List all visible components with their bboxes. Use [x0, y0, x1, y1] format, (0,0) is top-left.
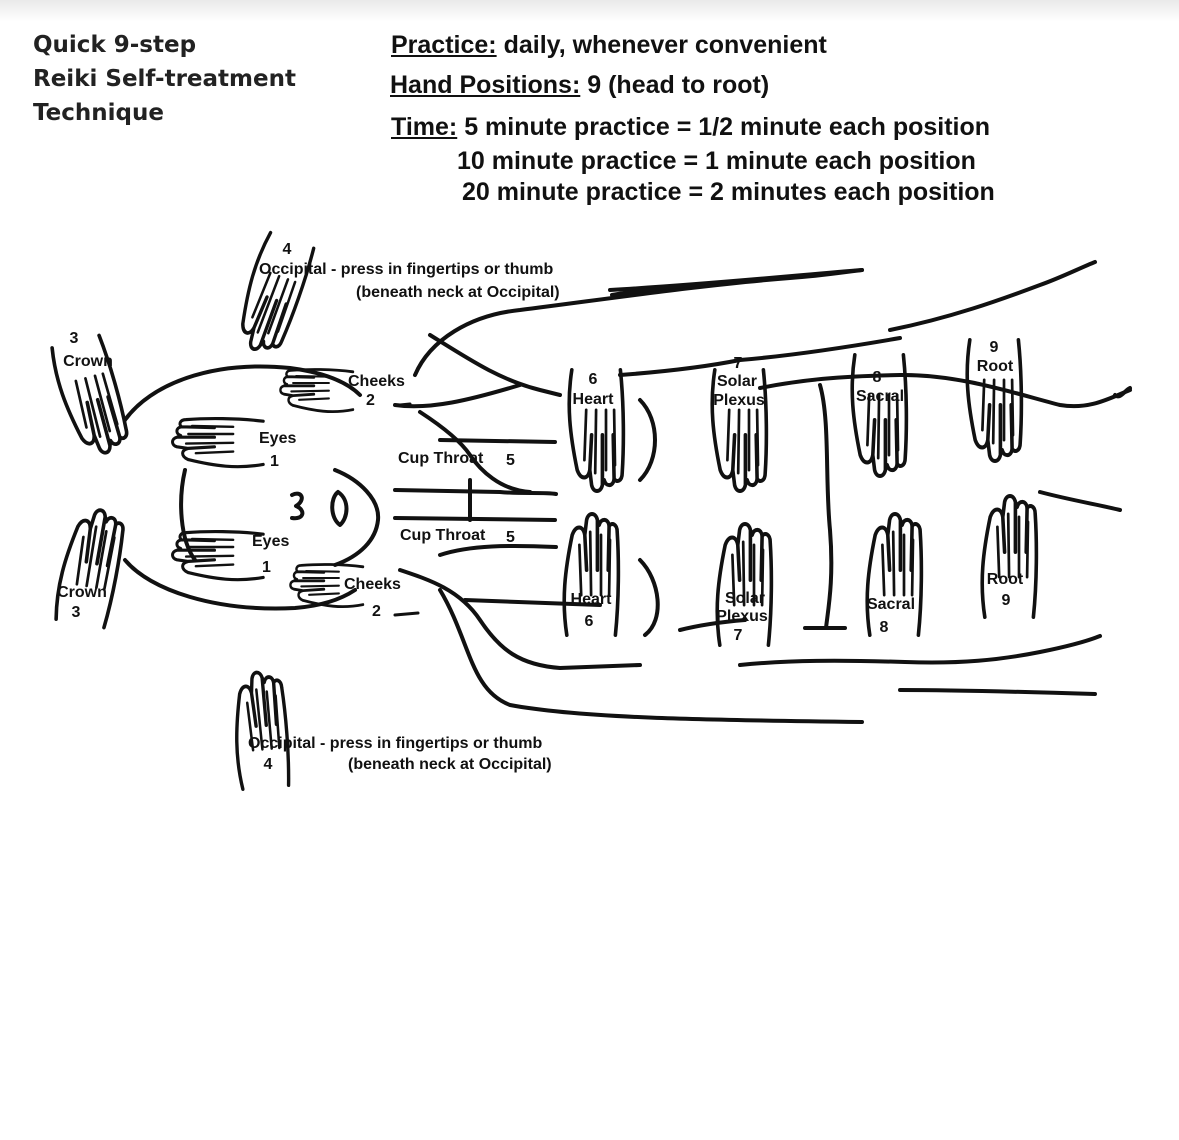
occipital-leader-line [610, 282, 702, 297]
crown-bottom-num: 3 [72, 604, 81, 621]
solar-bottom-line1: Solar [725, 590, 765, 607]
time-line-1: Time: 5 minute practice = 1/2 minute eac… [391, 113, 990, 142]
root-top-label: Root [977, 358, 1014, 375]
cheeks-leader-line-top [398, 402, 412, 407]
throat-top-label: Cup Throat [398, 450, 484, 467]
hand-sacral-bottom [865, 512, 924, 637]
hand-occipital-top [229, 232, 316, 358]
cheeks-bottom-label: Cheeks [344, 576, 401, 593]
hand-cheeks-top [280, 369, 353, 411]
sacral-top-num: 8 [873, 369, 882, 386]
eyes-top-num: 1 [270, 453, 279, 470]
crown-top-label: Crown [63, 353, 113, 370]
solar-top-line1: Solar [717, 373, 757, 390]
root-bottom-label: Root [987, 571, 1024, 588]
practice-value: daily, whenever convenient [503, 31, 827, 59]
time-key: Time: [391, 113, 458, 141]
occipital-top-line1: Occipital - press in fingertips or thumb [259, 261, 553, 278]
solar-top-line2: Plexus [713, 392, 765, 409]
solar-top-num: 7 [734, 355, 743, 372]
occipital-bottom-num: 4 [264, 756, 273, 773]
heart-bottom-num: 6 [585, 613, 594, 630]
root-top-num: 9 [990, 339, 999, 356]
occipital-bottom-line1: Occipital - press in fingertips or thumb [248, 735, 542, 752]
hand-positions-value: 9 (head to root) [587, 71, 770, 99]
cheeks-top-num: 2 [366, 392, 375, 409]
body-outline [123, 260, 1132, 724]
throat-top-num: 5 [506, 452, 515, 469]
title-line-3: Technique [33, 100, 164, 126]
time-line-2: 10 minute practice = 1 minute each posit… [457, 147, 976, 175]
practice-line: Practice: daily, whenever convenient [391, 31, 827, 60]
hand-positions-line: Hand Positions: 9 (head to root) [390, 71, 769, 100]
hand-eyes-bottom [173, 532, 264, 580]
title-line-2: Reiki Self-treatment [33, 66, 296, 92]
hand-heart-top [569, 370, 623, 491]
practice-key: Practice: [391, 31, 497, 59]
solar-bottom-line2: Plexus [716, 608, 768, 625]
title-line-1: Quick 9-step [33, 32, 197, 58]
diagram-title: Quick 9-step Reiki Self-treatment Techni… [33, 28, 296, 130]
cheeks-bottom-num: 2 [372, 603, 381, 620]
heart-top-num: 6 [589, 371, 598, 388]
hand-positions-key: Hand Positions: [390, 71, 581, 99]
occipital-bottom-line2: (beneath neck at Occipital) [348, 756, 552, 773]
crown-top-num: 3 [70, 330, 79, 347]
throat-bottom-num: 5 [506, 529, 515, 546]
eyes-top-label: Eyes [259, 430, 296, 447]
hand-occipital-bottom [228, 668, 294, 792]
time-value-1: 5 minute practice = 1/2 minute each posi… [464, 113, 991, 141]
root-bottom-num: 9 [1002, 592, 1011, 609]
hand-eyes-top [173, 419, 264, 467]
cheeks-leader-line-bottom [393, 611, 420, 617]
heart-bottom-label: Heart [571, 591, 613, 608]
window-top-bar [0, 0, 1179, 22]
eyes-bottom-num: 1 [262, 559, 271, 576]
sacral-top-label: Sacral [856, 388, 904, 405]
crown-bottom-label: Crown [57, 584, 107, 601]
time-line-3: 20 minute practice = 2 minutes each posi… [462, 178, 995, 206]
throat-bottom-label: Cup Throat [400, 527, 486, 544]
hand-solar-plexus-bottom [715, 522, 774, 647]
sacral-bottom-num: 8 [880, 619, 889, 636]
eyes-bottom-label: Eyes [252, 533, 289, 550]
heart-top-label: Heart [573, 391, 615, 408]
cheeks-top-label: Cheeks [348, 373, 405, 390]
hand-crown-bottom [51, 503, 129, 630]
solar-bottom-num: 7 [734, 627, 743, 644]
occipital-top-line2: (beneath neck at Occipital) [356, 284, 560, 301]
sacral-bottom-label: Sacral [867, 596, 915, 613]
occipital-top-num: 4 [283, 241, 292, 258]
